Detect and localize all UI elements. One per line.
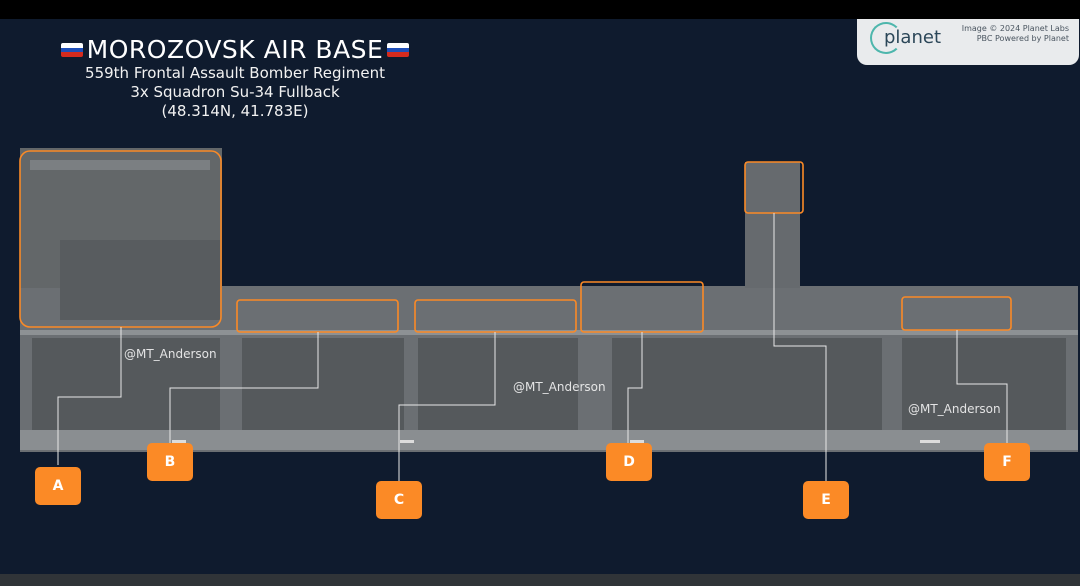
leader-line-a [57,327,122,465]
watermark-handle-2: @MT_Anderson [513,380,606,394]
planet-ring-icon [870,22,902,54]
north-taxiway-e [745,162,800,288]
russian-flag-icon [387,43,410,57]
image-credit-card: planet Image © 2024 Planet Labs PBC Powe… [857,19,1079,65]
callout-b: B [147,443,193,481]
title-block: MOROZOVSK AIR BASE 559th Frontal Assault… [30,36,440,121]
bottom-bar [0,574,1080,586]
subtitle-coordinates: (48.314N, 41.783E) [161,102,309,120]
title-row: MOROZOVSK AIR BASE [30,36,440,64]
planet-logo: planet [870,22,941,54]
leader-lines [57,213,1008,482]
credit-text: Image © 2024 Planet Labs PBC Powered by … [961,24,1069,43]
leader-line-d [627,332,643,443]
callout-f: F [984,443,1030,481]
subtitle-regiment: 559th Frontal Assault Bomber Regiment [85,64,385,82]
leader-line-f [956,330,1008,443]
runway [20,430,1078,450]
leader-line-b [169,332,319,443]
russian-flag-icon [60,43,83,57]
watermark-handle-1: @MT_Anderson [124,347,217,361]
leader-line-c [398,332,496,482]
page-title: MOROZOVSK AIR BASE [86,35,384,64]
callout-c: C [376,481,422,519]
watermark-handle-3: @MT_Anderson [908,402,1001,416]
leader-line-e [773,213,827,481]
callout-d: D [606,443,652,481]
subtitle-squadron: 3x Squadron Su-34 Fullback [130,83,340,101]
callout-e: E [803,481,849,519]
airfield-ground [20,148,1078,452]
planet-logo-text: planet [884,27,941,48]
top-black-bar [0,0,1080,19]
callout-a: A [35,467,81,505]
